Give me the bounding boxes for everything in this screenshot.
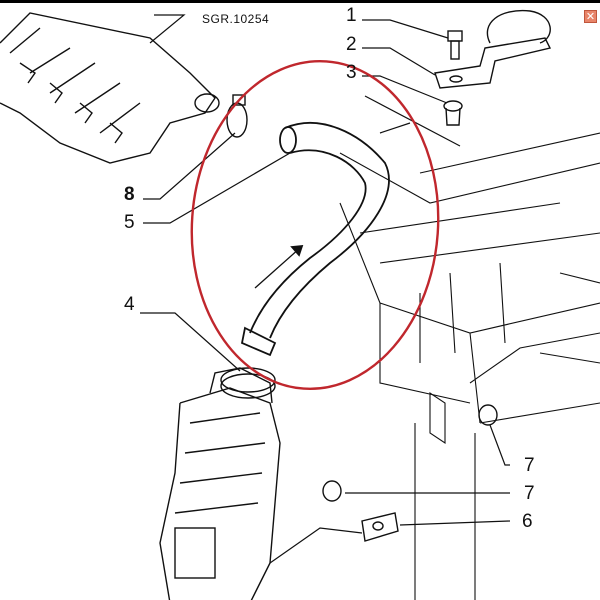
callout-2[interactable]: 2 bbox=[346, 34, 357, 55]
grommet-lower bbox=[322, 480, 342, 502]
leader-lines bbox=[140, 14, 511, 564]
bracket bbox=[434, 9, 552, 89]
hose bbox=[240, 122, 390, 357]
callout-7-upper[interactable]: 7 bbox=[524, 455, 535, 476]
callout-3[interactable]: 3 bbox=[346, 62, 357, 83]
callout-7-lower[interactable]: 7 bbox=[524, 483, 535, 504]
callout-1[interactable]: 1 bbox=[346, 5, 357, 26]
callout-6[interactable]: 6 bbox=[522, 511, 533, 532]
engine-body bbox=[339, 132, 600, 600]
bolt bbox=[447, 30, 463, 60]
intake-manifold bbox=[0, 12, 220, 164]
mount-bracket bbox=[361, 512, 399, 542]
nut bbox=[443, 100, 463, 126]
callout-8[interactable]: 8 bbox=[124, 184, 135, 205]
close-button[interactable]: ✕ bbox=[584, 10, 597, 23]
highlight-ellipse bbox=[190, 59, 440, 391]
diagram-drawing bbox=[0, 9, 600, 600]
reference-code: SGR.10254 bbox=[202, 12, 270, 26]
callout-5[interactable]: 5 bbox=[124, 212, 135, 233]
close-icon: ✕ bbox=[585, 10, 596, 23]
expansion-tank bbox=[159, 367, 281, 600]
callout-4[interactable]: 4 bbox=[124, 294, 135, 315]
hose-clamp-bottom bbox=[220, 367, 276, 399]
grommet-upper bbox=[478, 404, 498, 426]
